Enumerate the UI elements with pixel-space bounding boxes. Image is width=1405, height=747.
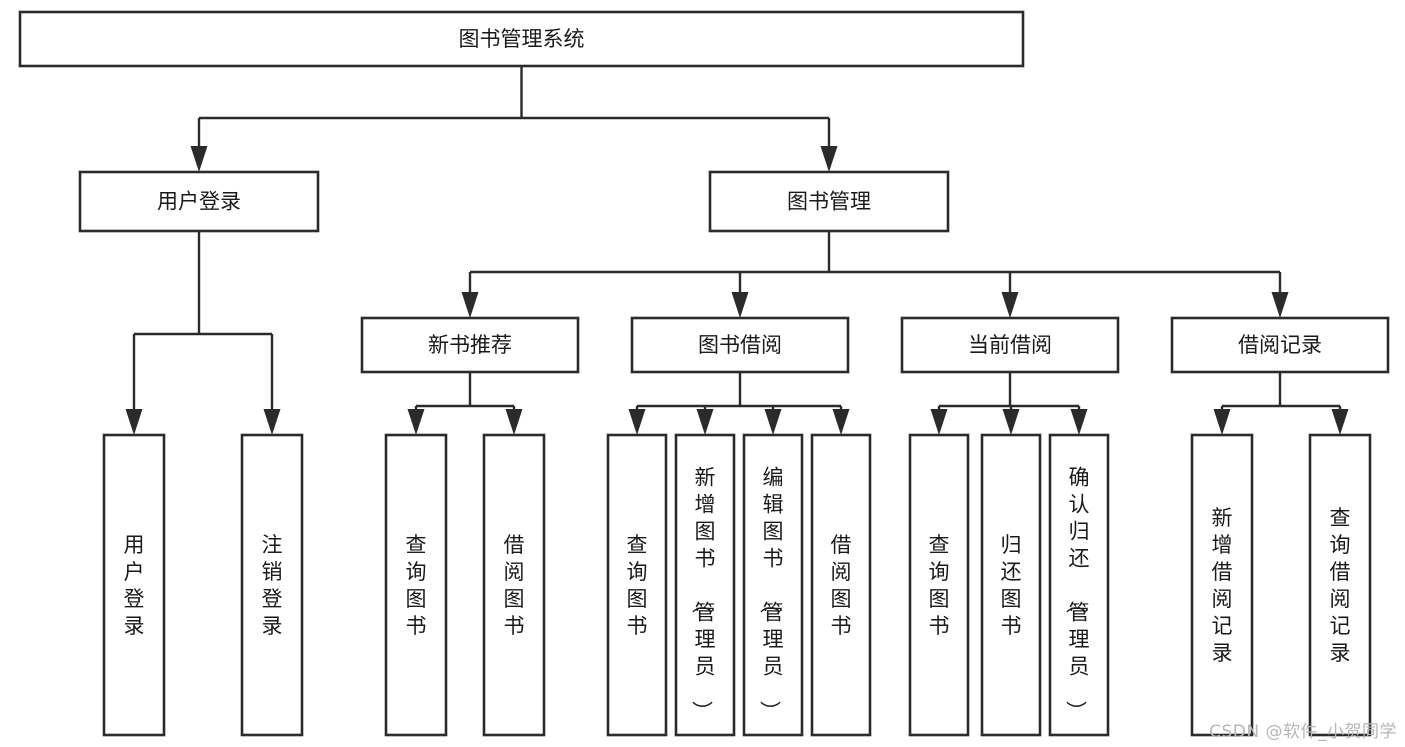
arrow-head-icon: [820, 146, 838, 172]
node-leaf-query-book-borrow[interactable]: 查询图书: [606, 433, 668, 737]
node-label: 查询借阅记录: [1330, 506, 1351, 665]
node-leaf-add-book-admin[interactable]: 新增图书（管理员）: [674, 433, 736, 737]
node-label: 查询图书: [406, 533, 427, 638]
arrow-head-icon: [764, 409, 782, 435]
node-leaf-confirm-return-admin[interactable]: 确认归还（管理员）: [1048, 433, 1110, 737]
node-leaf-query-book-cur[interactable]: 查询图书: [908, 433, 970, 737]
arrow-head-icon: [407, 409, 425, 435]
node-label: 查询图书: [929, 533, 950, 638]
node-box[interactable]: [240, 433, 304, 737]
node-box[interactable]: [708, 170, 950, 233]
node-label: 图书管理系统: [459, 27, 585, 51]
connector-group-book-borrow: [628, 372, 850, 435]
arrow-head-icon: [461, 292, 479, 318]
arrow-head-icon: [832, 409, 850, 435]
node-label: 归还图书: [1001, 533, 1022, 638]
arrow-head-icon: [1001, 292, 1019, 318]
node-box[interactable]: [360, 316, 580, 374]
arrow-head-icon: [505, 409, 523, 435]
node-box[interactable]: [606, 433, 668, 737]
arrow-head-icon: [628, 409, 646, 435]
arrow-head-icon: [1331, 409, 1349, 435]
node-label: 编辑图书（管理员）: [758, 466, 784, 722]
node-box[interactable]: [742, 433, 804, 737]
node-new-book-recommend[interactable]: 新书推荐: [360, 316, 580, 374]
connector-layer: [125, 66, 1349, 435]
arrow-head-icon: [1271, 292, 1289, 318]
arrow-head-icon: [190, 146, 208, 172]
connector-group-new-book-recommend: [407, 372, 523, 435]
node-box[interactable]: [900, 316, 1120, 374]
node-label: 新书推荐: [428, 333, 512, 357]
node-box[interactable]: [1190, 433, 1254, 737]
node-label: 新增借阅记录: [1212, 506, 1233, 665]
node-label: 查询图书: [627, 533, 648, 638]
node-leaf-add-borrow-record[interactable]: 新增借阅记录: [1190, 433, 1254, 737]
node-current-borrow[interactable]: 当前借阅: [900, 316, 1120, 374]
node-box[interactable]: [1170, 316, 1390, 374]
node-label: 用户登录: [157, 190, 241, 214]
node-box[interactable]: [810, 433, 872, 737]
node-leaf-user-login[interactable]: 用户登录: [102, 433, 166, 737]
node-layer: 图书管理系统用户登录图书管理新书推荐图书借阅当前借阅借阅记录用户登录注销登录查询…: [18, 10, 1390, 737]
node-box[interactable]: [674, 433, 736, 737]
arrow-head-icon: [731, 292, 749, 318]
node-box[interactable]: [980, 433, 1042, 737]
node-label: 图书管理: [787, 190, 871, 214]
node-label: 当前借阅: [968, 333, 1052, 357]
node-label: 图书借阅: [698, 333, 782, 357]
node-box[interactable]: [102, 433, 166, 737]
arrow-head-icon: [1002, 409, 1020, 435]
node-borrow-record[interactable]: 借阅记录: [1170, 316, 1390, 374]
watermark-label: CSDN @软件_小贺同学: [1209, 722, 1397, 742]
arrow-head-icon: [930, 409, 948, 435]
node-label: 借阅图书: [504, 533, 525, 638]
arrow-head-icon: [125, 409, 143, 435]
arrow-head-icon: [263, 409, 281, 435]
connector-group-user-login: [125, 231, 281, 435]
node-label: 确认归还（管理员）: [1064, 466, 1090, 722]
connector-group-root: [190, 66, 838, 172]
connector-group-book-manage: [461, 231, 1289, 318]
arrow-head-icon: [1070, 409, 1088, 435]
arrow-head-icon: [696, 409, 714, 435]
node-label: 注销登录: [262, 533, 283, 638]
node-box[interactable]: [1048, 433, 1110, 737]
node-box[interactable]: [384, 433, 448, 737]
connector-group-borrow-record: [1213, 372, 1349, 435]
node-box[interactable]: [18, 10, 1025, 68]
node-label: 新增图书（管理员）: [690, 466, 716, 722]
node-leaf-return-book[interactable]: 归还图书: [980, 433, 1042, 737]
node-user-login[interactable]: 用户登录: [78, 170, 320, 233]
connector-group-current-borrow: [930, 372, 1088, 435]
node-box[interactable]: [78, 170, 320, 233]
node-leaf-query-book-rec[interactable]: 查询图书: [384, 433, 448, 737]
node-label: 借阅图书: [831, 533, 852, 638]
node-label: 借阅记录: [1238, 333, 1322, 357]
node-leaf-borrow-book[interactable]: 借阅图书: [810, 433, 872, 737]
node-box[interactable]: [630, 316, 850, 374]
node-book-manage[interactable]: 图书管理: [708, 170, 950, 233]
node-leaf-user-logout[interactable]: 注销登录: [240, 433, 304, 737]
node-leaf-query-borrow-record[interactable]: 查询借阅记录: [1308, 433, 1372, 737]
node-box[interactable]: [482, 433, 546, 737]
node-leaf-edit-book-admin[interactable]: 编辑图书（管理员）: [742, 433, 804, 737]
node-box[interactable]: [1308, 433, 1372, 737]
node-leaf-borrow-book-rec[interactable]: 借阅图书: [482, 433, 546, 737]
node-book-borrow[interactable]: 图书借阅: [630, 316, 850, 374]
node-root[interactable]: 图书管理系统: [18, 10, 1025, 68]
node-label: 用户登录: [124, 533, 145, 638]
node-box[interactable]: [908, 433, 970, 737]
arrow-head-icon: [1213, 409, 1231, 435]
